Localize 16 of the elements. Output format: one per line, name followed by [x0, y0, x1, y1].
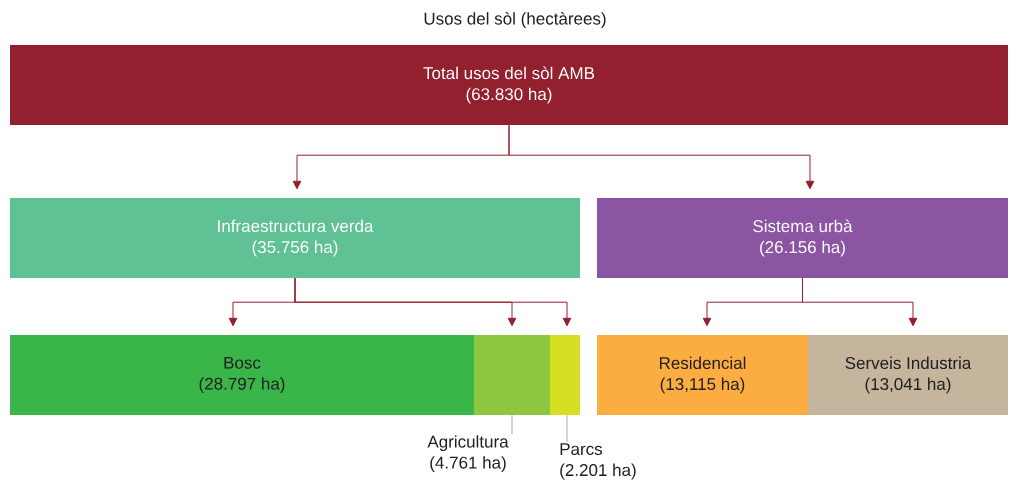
- leader-line: [511, 414, 513, 435]
- category-box: Sistema urbà (26.156 ha): [597, 198, 1008, 278]
- land-use-bar: [550, 335, 580, 415]
- arrow: [294, 277, 572, 327]
- arrow: [508, 124, 815, 190]
- land-use-bar: Residencial (13,115 ha): [597, 335, 808, 415]
- bar-label: Agricultura (4.761 ha): [427, 435, 509, 472]
- land-use-bar: [474, 335, 550, 415]
- land-use-bar: Bosc (28.797 ha): [10, 335, 474, 415]
- category-box: Infraestructura verda (35.756 ha): [10, 198, 580, 278]
- chart-title: Usos del sòl (hectàrees): [424, 12, 606, 28]
- land-use-bar: Serveis Industria (13,041 ha): [808, 335, 1008, 415]
- arrow: [802, 277, 918, 327]
- leader-line: [566, 414, 568, 443]
- bar-label: Parcs (2.201 ha): [560, 443, 636, 480]
- header-box: Total usos del sòl AMB (63.830 ha): [10, 45, 1008, 125]
